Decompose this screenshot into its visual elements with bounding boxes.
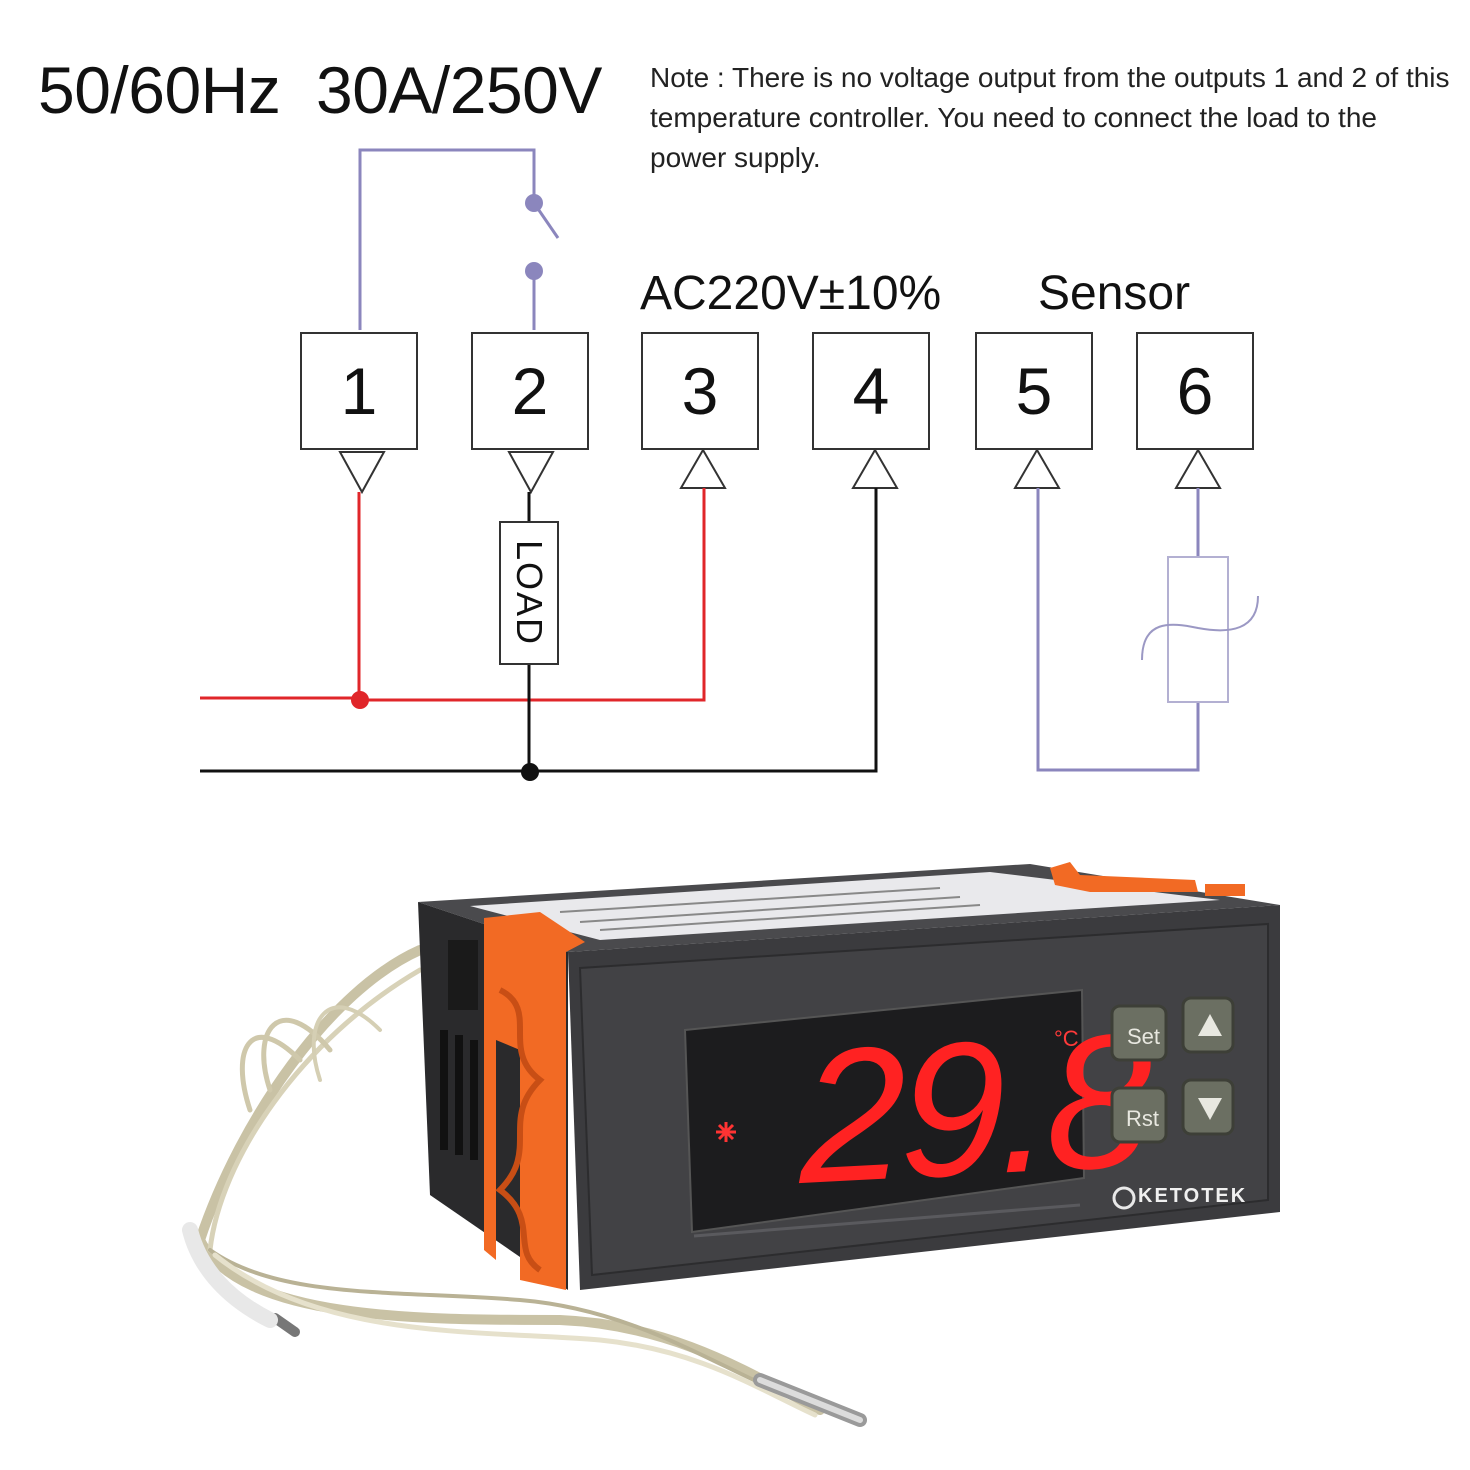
- set-button[interactable]: Set: [1110, 1004, 1168, 1062]
- terminal-4: 4: [812, 332, 930, 450]
- brand-name: KETOTEK: [1138, 1185, 1247, 1207]
- up-button[interactable]: [1181, 996, 1235, 1054]
- thermistor-curve: [1141, 595, 1259, 661]
- sensor-label: Sensor: [1038, 267, 1191, 320]
- live-wire-main: [200, 488, 706, 702]
- clip-wave: [495, 987, 545, 1273]
- snowflake-indicator-icon: [716, 1122, 736, 1142]
- terminal-1-arrow: [338, 451, 386, 495]
- clip-right: [1205, 884, 1245, 896]
- mounting-clip-top: [1050, 862, 1198, 892]
- switch-lever: [532, 202, 560, 239]
- rst-button[interactable]: Rst: [1110, 1086, 1168, 1144]
- neutral-junction-dot: [521, 763, 539, 781]
- down-button[interactable]: [1181, 1078, 1235, 1136]
- switch-wire: [358, 148, 536, 330]
- terminal-2-arrow: [507, 451, 555, 495]
- load-label: LOAD: [509, 539, 551, 647]
- neutral-wire-main: [200, 488, 878, 773]
- triangle-down-icon: [1198, 1098, 1222, 1120]
- sensor-wire: [1036, 488, 1200, 772]
- terminal-1: 1: [300, 332, 418, 450]
- terminal-5: 5: [975, 332, 1093, 450]
- device-label-sticker: [470, 872, 1220, 940]
- terminal-6: 6: [1136, 332, 1254, 450]
- live-junction-dot: [351, 691, 369, 709]
- led-temperature-reading: 29.8: [798, 994, 1151, 1224]
- mounting-clip-left: [484, 912, 585, 1290]
- sensor-probe-cable: [194, 945, 825, 1418]
- load-box: LOAD: [499, 521, 559, 665]
- sticker-print: [559, 887, 981, 931]
- terminal-3: 3: [641, 332, 759, 450]
- wiring-note: Note : There is no voltage output from t…: [650, 62, 1450, 173]
- triangle-up-icon: [1198, 1014, 1222, 1036]
- led-unit-label: °C: [1054, 1026, 1079, 1051]
- rst-button-label: Rst: [1126, 1106, 1159, 1131]
- terminal-3-arrow: [679, 448, 727, 489]
- set-button-label: Set: [1127, 1024, 1160, 1049]
- wiring-lines: [200, 148, 1259, 781]
- thermostat-device-illustration: 29.8 °C Set Rst KETOTEK: [182, 862, 1280, 1427]
- terminal-2: 2: [471, 332, 589, 450]
- probe-tip: [182, 1222, 867, 1427]
- led-display-window: [683, 988, 1086, 1234]
- terminal-6-arrow: [1174, 448, 1222, 489]
- side-vents: [440, 940, 478, 1160]
- ac-power-label: AC220V±10%: [640, 267, 942, 320]
- power-spec-title: 50/60Hz 30A/250V: [38, 53, 602, 127]
- terminal-5-arrow: [1013, 448, 1061, 489]
- brand-logo: KETOTEK: [1112, 1185, 1247, 1210]
- terminal-4-arrow: [851, 448, 899, 489]
